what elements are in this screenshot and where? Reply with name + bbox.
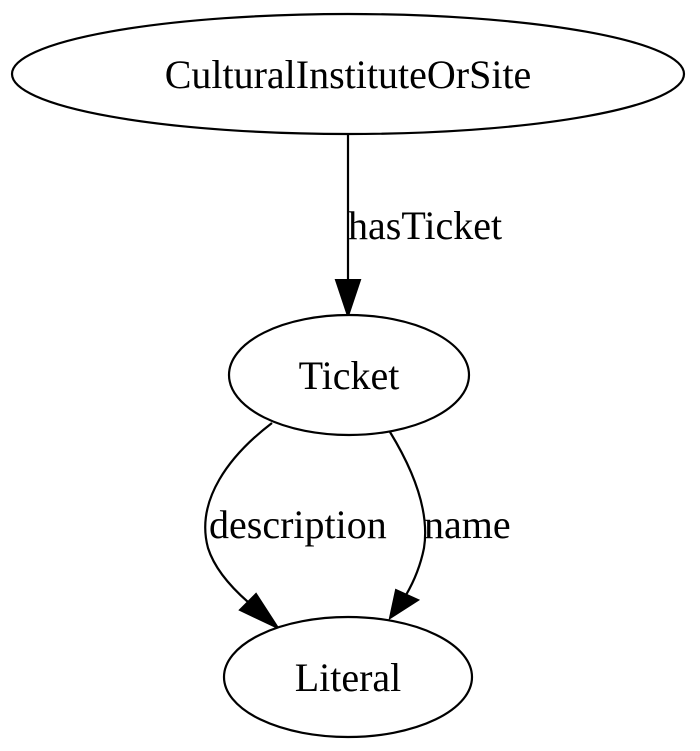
edge-description-label: description — [209, 502, 387, 547]
edge-description-line — [204, 422, 273, 603]
node-literal: Literal — [222, 615, 474, 739]
node-literal-label: Literal — [295, 655, 402, 700]
node-ticket-label: Ticket — [299, 353, 400, 398]
edge-name: name — [388, 431, 511, 621]
edge-has-ticket-label: hasTicket — [348, 203, 502, 248]
node-ticket-shape — [227, 313, 471, 437]
edge-name-line — [389, 431, 427, 596]
edge-has-ticket: hasTicket — [334, 134, 502, 320]
edge-has-ticket-arrow — [334, 279, 362, 320]
edge-name-label: name — [424, 502, 511, 547]
node-literal-shape — [222, 615, 474, 739]
node-cultural-institute-or-site: CulturalInstituteOrSite — [10, 12, 686, 136]
node-cultural-label: CulturalInstituteOrSite — [165, 52, 532, 97]
node-ticket: Ticket — [227, 313, 471, 437]
edge-name-arrow — [388, 588, 421, 621]
edge-description: description — [204, 422, 387, 631]
edge-description-arrow — [238, 592, 281, 631]
